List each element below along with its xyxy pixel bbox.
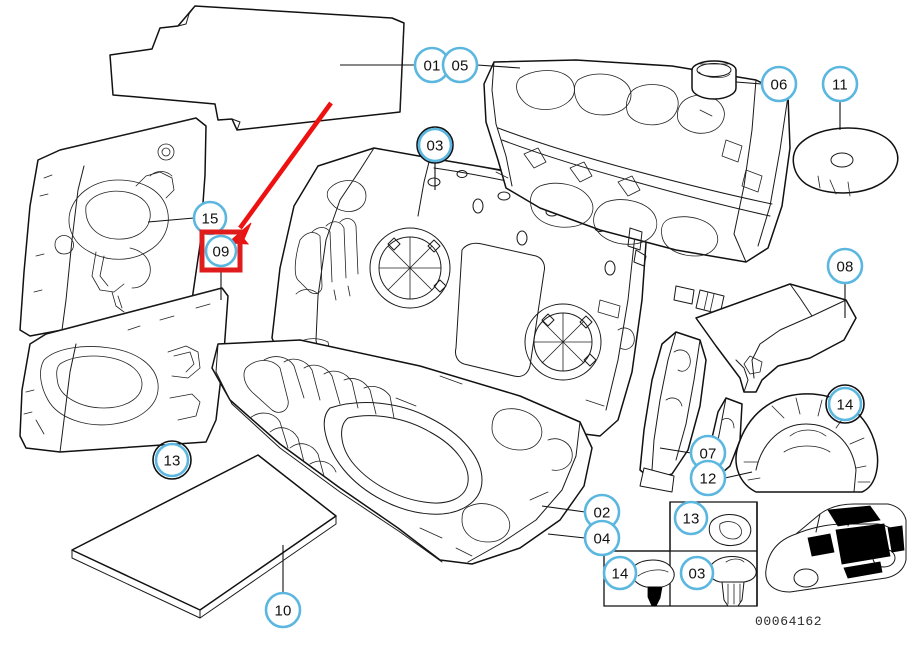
callout-bubble-11[interactable]: 11 xyxy=(821,65,859,103)
part-rear-parcel-shelf-trim xyxy=(483,59,791,267)
callout-label-06: 06 xyxy=(770,77,787,94)
callout-bubble-06[interactable]: 06 xyxy=(760,65,798,103)
callout-bubble-14[interactable]: 14 xyxy=(825,384,865,424)
callout-label-14-inset: 14 xyxy=(611,566,628,583)
inset-part-grommet-seal xyxy=(708,514,752,547)
callout-label-03: 03 xyxy=(426,138,443,155)
callout-label-14: 14 xyxy=(836,397,853,414)
part-grommet-ring xyxy=(691,60,737,100)
callout-label-13-inset: 13 xyxy=(682,511,699,528)
callout-label-12: 12 xyxy=(699,471,716,488)
part-flat-damping-mat xyxy=(71,454,337,619)
callout-label-15: 15 xyxy=(201,211,218,228)
callout-label-03-inset: 03 xyxy=(688,566,705,583)
callout-label-10: 10 xyxy=(274,603,291,620)
callout-bubble-04[interactable]: 04 xyxy=(583,519,621,557)
callout-bubble-14-inset[interactable]: 14 xyxy=(602,555,638,591)
callout-bubble-02[interactable]: 02 xyxy=(583,493,621,531)
callout-bubble-03[interactable]: 03 xyxy=(416,126,454,164)
fastener-inset-panel xyxy=(603,501,758,607)
part-door-sound-insulation xyxy=(19,117,207,337)
inset-part-expanding-rivet xyxy=(708,556,757,607)
callout-bubble-08[interactable]: 08 xyxy=(826,247,864,285)
callout-label-02: 02 xyxy=(593,505,610,522)
callout-label-09: 09 xyxy=(212,244,229,261)
callout-label-01: 01 xyxy=(423,58,440,75)
callout-bubble-13[interactable]: 13 xyxy=(152,440,192,480)
callout-bubble-13-inset[interactable]: 13 xyxy=(673,500,709,536)
callout-bubble-12[interactable]: 12 xyxy=(689,459,727,497)
callout-bubble-10[interactable]: 10 xyxy=(264,591,302,629)
callout-label-04: 04 xyxy=(593,531,610,548)
part-wheelhouse-damping-mat xyxy=(695,283,857,393)
callout-bubble-07[interactable]: 07 xyxy=(689,434,727,472)
part-round-damping-pad xyxy=(792,127,899,197)
vehicle-silhouette-inset xyxy=(756,502,907,606)
part-floor-insulation xyxy=(211,339,593,565)
diagram-id-label: 00064162 xyxy=(755,614,823,629)
part-roof-headliner-insulation xyxy=(109,5,405,131)
callout-bubble-09[interactable]: 09 xyxy=(199,229,243,273)
leader-lines xyxy=(147,64,846,595)
callout-label-08: 08 xyxy=(836,259,853,276)
callout-bubble-05[interactable]: 05 xyxy=(441,46,479,84)
callout-label-11: 11 xyxy=(832,77,848,94)
callout-bubble-03-inset[interactable]: 03 xyxy=(679,555,715,591)
callout-label-13: 13 xyxy=(163,453,180,470)
callout-label-05: 05 xyxy=(451,58,468,75)
part-door-sill-insulation xyxy=(19,287,229,453)
callout-label-07: 07 xyxy=(699,446,716,463)
highlight-box-09 xyxy=(199,229,243,273)
callout-bubble-15[interactable]: 15 xyxy=(192,200,228,236)
